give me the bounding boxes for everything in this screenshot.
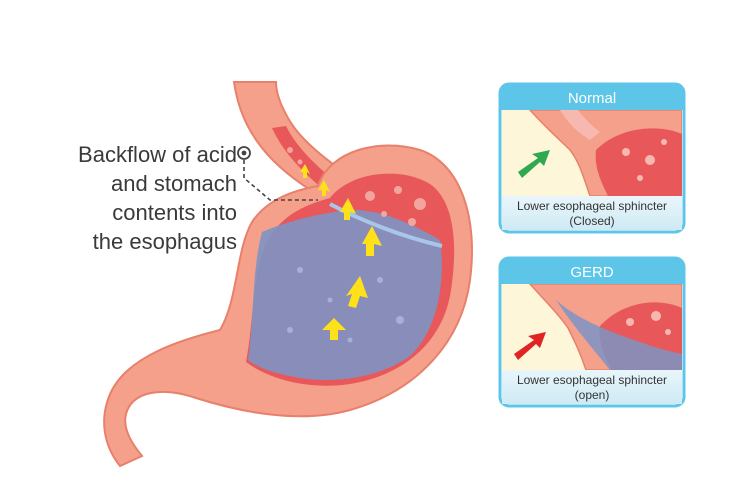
- normal-panel-title: Normal: [567, 90, 617, 107]
- arrow-up-icon: [362, 226, 382, 256]
- arrow-up-icon: [300, 164, 310, 178]
- caption-line-2: (Closed): [569, 214, 615, 228]
- normal-panel-caption: Lower esophageal sphincter (Closed): [500, 199, 684, 229]
- bubbles: [287, 147, 426, 226]
- normal-panel: [498, 82, 686, 234]
- acid-surface: [329, 202, 443, 248]
- acid-pool: [248, 209, 442, 380]
- esophagus-lumen: [272, 126, 334, 188]
- gerd-panel: [498, 256, 686, 408]
- callout-line: contents into: [112, 200, 237, 225]
- arrow-up-icon: [346, 276, 368, 308]
- caption-line-1: Lower esophageal sphincter: [516, 373, 668, 387]
- arrow-up-icon: [340, 198, 356, 220]
- reflux-arrows: [300, 164, 382, 340]
- callout-line: the esophagus: [92, 229, 237, 254]
- gerd-panel-title: GERD: [570, 264, 614, 281]
- stomach-illustration: [103, 81, 473, 468]
- callout-line: Backflow of acid: [78, 142, 237, 167]
- caption-line-1: Lower esophageal sphincter: [516, 199, 668, 213]
- arrow-right-up-icon: [518, 150, 550, 178]
- gerd-panel-caption: Lower esophageal sphincter (open): [500, 373, 684, 403]
- callout-leader: [237, 146, 318, 201]
- arrow-up-icon: [322, 318, 346, 340]
- callout-text: Backflow of acid and stomach contents in…: [32, 140, 237, 256]
- arrow-up-icon: [318, 180, 330, 196]
- caption-line-2: (open): [574, 388, 610, 402]
- arrow-right-up-icon: [514, 332, 546, 360]
- callout-line: and stomach: [111, 171, 237, 196]
